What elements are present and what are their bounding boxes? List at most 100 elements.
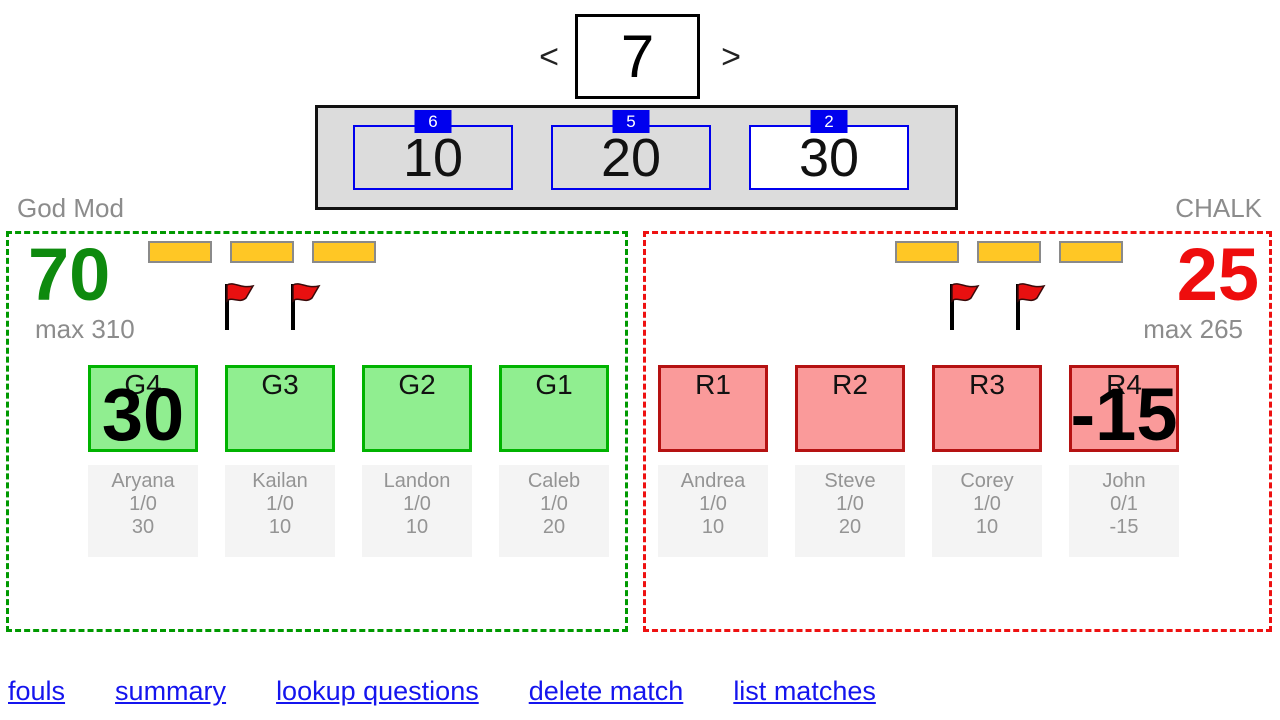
player-points: 20	[838, 516, 862, 538]
player-seat-label: G1	[535, 369, 573, 400]
list-matches-link[interactable]: list matches	[733, 676, 876, 706]
player-column: G3 Kailan 1/0 10	[225, 365, 335, 557]
bonus-bars-right	[895, 241, 1123, 263]
flag-icon[interactable]	[286, 280, 322, 332]
player-stats: Kailan 1/0 10	[225, 465, 335, 557]
player-points-overlay: -15	[1070, 373, 1178, 456]
team-name-left: God Mod	[17, 193, 124, 223]
player-record: 1/0	[973, 493, 1001, 515]
player-points: -15	[1109, 516, 1139, 538]
team-panel-left: 70 max 310 G4 30 Aryana 1/0 30	[6, 231, 628, 632]
delete-match-link[interactable]: delete match	[528, 676, 684, 706]
player-column: R1 Andrea 1/0 10	[658, 365, 768, 557]
player-column: R3 Corey 1/0 10	[932, 365, 1042, 557]
player-seat-label: G4	[124, 369, 162, 400]
player-button-g2[interactable]: G2	[362, 365, 472, 452]
player-stats: John 0/1 -15	[1069, 465, 1179, 557]
bonus-bar-icon[interactable]	[230, 241, 294, 263]
player-points: 10	[975, 516, 999, 538]
flags-right	[945, 280, 1047, 332]
team-panel-right: 25 max 265 R1 Andrea 1/0 10 R2	[643, 231, 1272, 632]
player-button-r2[interactable]: R2	[795, 365, 905, 452]
player-name: Steve	[824, 470, 876, 492]
player-points: 10	[701, 516, 725, 538]
player-button-g3[interactable]: G3	[225, 365, 335, 452]
point-option-value: 20	[600, 127, 662, 188]
flags-left	[220, 280, 322, 332]
player-record: 1/0	[540, 493, 568, 515]
player-name: Corey	[960, 470, 1014, 492]
player-name: Andrea	[680, 470, 746, 492]
player-name: Kailan	[252, 470, 308, 492]
player-record: 1/0	[266, 493, 294, 515]
point-option-value: 10	[402, 127, 464, 188]
player-record: 1/0	[699, 493, 727, 515]
lookup-questions-link[interactable]: lookup questions	[276, 676, 479, 706]
player-button-g1[interactable]: G1	[499, 365, 609, 452]
player-stats: Corey 1/0 10	[932, 465, 1042, 557]
point-option-10[interactable]: 6 10	[353, 110, 513, 190]
player-points: 30	[131, 516, 155, 538]
previous-question-button[interactable]: <	[539, 38, 559, 76]
player-column: G1 Caleb 1/0 20	[499, 365, 609, 557]
point-option-30-selected[interactable]: 2 30	[749, 110, 909, 190]
bonus-bar-icon[interactable]	[977, 241, 1041, 263]
player-name: Landon	[383, 470, 451, 492]
player-seat-label: G3	[261, 369, 299, 400]
player-button-r3[interactable]: R3	[932, 365, 1042, 452]
player-seat-label: R3	[969, 369, 1005, 400]
player-seat-label: R4	[1106, 369, 1142, 400]
point-options-panel: 6 10 5 20 2 30	[315, 105, 958, 210]
bonus-bar-icon[interactable]	[312, 241, 376, 263]
player-seat-label: R1	[695, 369, 731, 400]
flag-icon[interactable]	[1011, 280, 1047, 332]
bonus-bar-icon[interactable]	[148, 241, 212, 263]
player-column: R2 Steve 1/0 20	[795, 365, 905, 557]
player-seat-label: R2	[832, 369, 868, 400]
bonus-bar-icon[interactable]	[895, 241, 959, 263]
player-button-r4[interactable]: R4 -15	[1069, 365, 1179, 452]
point-option-value: 30	[798, 127, 860, 188]
player-points: 20	[542, 516, 566, 538]
team-max-right: max 265	[1143, 314, 1243, 344]
player-stats: Caleb 1/0 20	[499, 465, 609, 557]
bonus-bar-icon[interactable]	[1059, 241, 1123, 263]
player-stats: Andrea 1/0 10	[658, 465, 768, 557]
summary-link[interactable]: summary	[115, 676, 227, 706]
player-name: Aryana	[111, 470, 175, 492]
player-column: G4 30 Aryana 1/0 30	[88, 365, 198, 557]
team-score-right: 25	[1176, 233, 1259, 316]
point-count-badge: 5	[612, 110, 650, 133]
player-stats: Steve 1/0 20	[795, 465, 905, 557]
current-question-number[interactable]: 7	[575, 14, 700, 99]
point-option-20[interactable]: 5 20	[551, 110, 711, 190]
player-column: G2 Landon 1/0 10	[362, 365, 472, 557]
flag-icon[interactable]	[945, 280, 981, 332]
player-points: 10	[405, 516, 429, 538]
footer-links: fouls summary lookup questions delete ma…	[8, 676, 876, 707]
player-points-overlay: 30	[101, 373, 185, 456]
players-right: R1 Andrea 1/0 10 R2 Steve 1/0 20 R3 Co	[658, 365, 1179, 557]
team-max-left: max 310	[35, 314, 135, 344]
team-score-left: 70	[28, 233, 111, 316]
player-record: 1/0	[129, 493, 157, 515]
point-count-badge: 6	[414, 110, 452, 133]
player-seat-label: G2	[398, 369, 436, 400]
point-count-badge: 2	[810, 110, 848, 133]
player-record: 1/0	[403, 493, 431, 515]
players-left: G4 30 Aryana 1/0 30 G3 Kailan 1/0 10 G2	[88, 365, 609, 557]
next-question-button[interactable]: >	[721, 38, 741, 76]
fouls-link[interactable]: fouls	[8, 676, 66, 706]
player-stats: Aryana 1/0 30	[88, 465, 198, 557]
player-points: 10	[268, 516, 292, 538]
player-record: 0/1	[1110, 493, 1138, 515]
player-record: 1/0	[836, 493, 864, 515]
player-name: John	[1102, 470, 1146, 492]
player-stats: Landon 1/0 10	[362, 465, 472, 557]
player-name: Caleb	[527, 470, 581, 492]
player-button-g4[interactable]: G4 30	[88, 365, 198, 452]
player-button-r1[interactable]: R1	[658, 365, 768, 452]
player-column: R4 -15 John 0/1 -15	[1069, 365, 1179, 557]
flag-icon[interactable]	[220, 280, 256, 332]
team-name-right: CHALK	[1175, 193, 1262, 223]
